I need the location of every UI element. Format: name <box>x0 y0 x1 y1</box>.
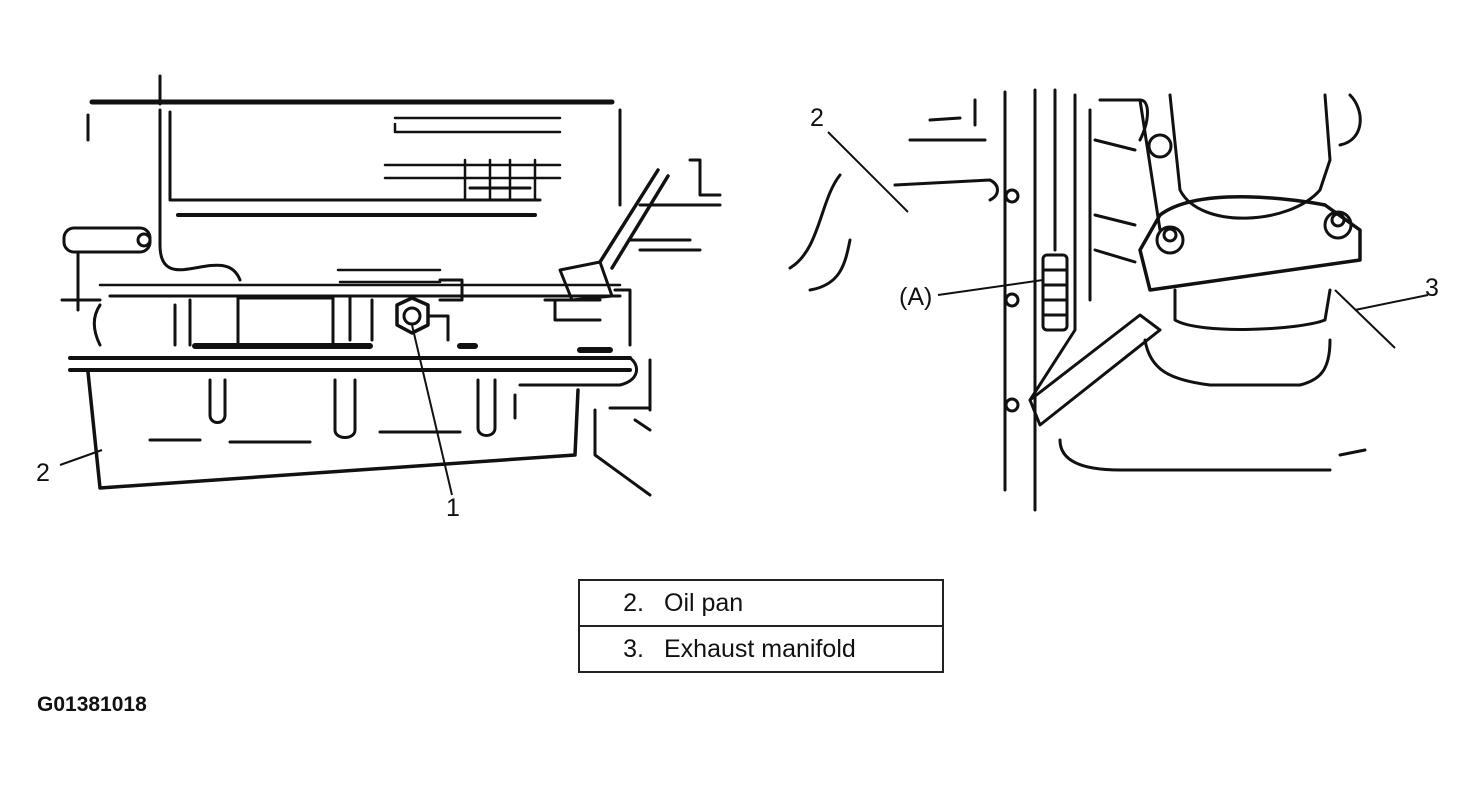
right-leader-lines <box>827 131 1429 349</box>
callout-right-2: 2 <box>810 104 824 132</box>
engine-diagram <box>59 74 1429 512</box>
left-leader-lines <box>59 324 453 496</box>
callout-left-2: 2 <box>36 459 50 487</box>
callout-left-1: 1 <box>446 494 460 522</box>
legend-label: Oil pan <box>664 588 744 617</box>
right-view-drawing <box>788 88 1367 512</box>
figure-id: G01381018 <box>37 693 147 716</box>
legend-table: 2. Oil pan 3. Exhaust manifold <box>578 579 944 673</box>
legend-row: 3. Exhaust manifold <box>580 625 942 671</box>
legend-label: Exhaust manifold <box>664 634 856 663</box>
callout-point-a: (A) <box>899 283 933 311</box>
left-view-drawing <box>60 74 722 497</box>
legend-number: 2. <box>623 588 644 617</box>
legend-row: 2. Oil pan <box>580 581 942 625</box>
legend-number: 3. <box>623 634 644 663</box>
callout-right-3: 3 <box>1425 274 1439 302</box>
